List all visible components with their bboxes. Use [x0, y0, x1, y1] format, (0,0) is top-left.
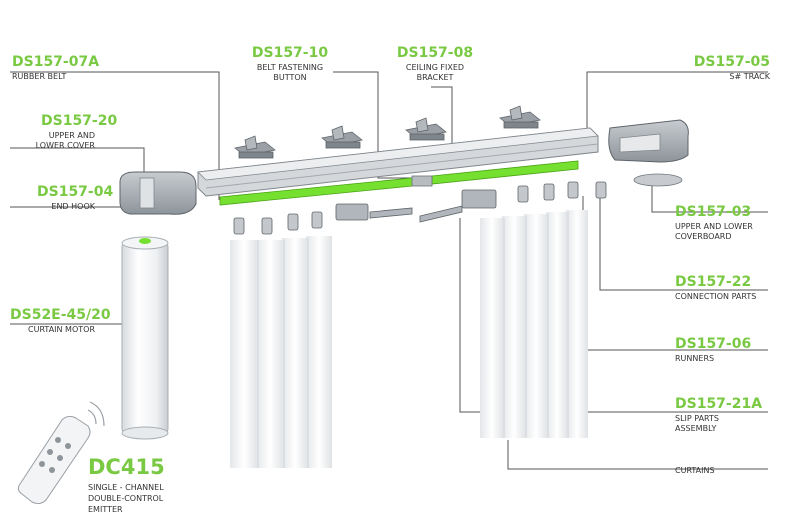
end-cap: [608, 119, 689, 163]
motor-head: [119, 171, 197, 215]
label-rubber-belt-desc: RUBBER BELT: [12, 72, 67, 81]
label-coverboard-desc-1: UPPER AND LOWER: [675, 222, 753, 231]
label-emitter-desc-2: DOUBLE-CONTROL: [88, 494, 164, 503]
curtain-left: [230, 236, 332, 468]
rubber-belt: [219, 160, 579, 206]
label-cover-code: DS157-20: [41, 113, 118, 129]
track-rail: [197, 127, 599, 197]
label-emitter-code: DC415: [88, 455, 165, 479]
label-emitter-desc-1: SINGLE - CHANNEL: [88, 483, 164, 492]
slip-parts: [335, 189, 497, 223]
label-slip-desc-2: ASSEMBLY: [675, 424, 717, 433]
label-curtains-desc: CURTAINS: [675, 466, 715, 475]
label-cover-desc-1: UPPER AND: [48, 131, 95, 140]
label-end-hook-code: DS157-04: [37, 184, 114, 200]
label-belt-button-desc-1: BELT FASTENING: [256, 63, 324, 72]
label-belt-button-code: DS157-10: [251, 45, 329, 61]
label-belt-button-desc-2: BUTTON: [273, 73, 307, 82]
label-emitter-desc-3: EMITTER: [88, 505, 123, 514]
label-bracket-desc-2: BRACKET: [416, 73, 454, 82]
label-motor-code: DS52E-45/20: [10, 307, 111, 323]
label-bracket-desc-1: CEILING FIXED: [405, 63, 465, 72]
curtain-right: [480, 210, 588, 438]
label-coverboard-desc-2: COVERBOARD: [675, 232, 732, 241]
label-track-desc: S# TRACK: [729, 72, 770, 81]
coverboard: [633, 173, 683, 187]
runners: [233, 181, 607, 235]
label-track-code: DS157-05: [693, 54, 770, 70]
ceiling-brackets: [234, 105, 541, 159]
label-bracket-code: DS157-08: [396, 45, 474, 61]
label-connection-desc: CONNECTION PARTS: [675, 292, 757, 301]
label-coverboard-code: DS157-03: [675, 204, 752, 220]
label-slip-desc-1: SLIP PARTS: [675, 414, 719, 423]
label-rubber-belt-code: DS157-07A: [12, 54, 100, 70]
label-connection-code: DS157-22: [675, 274, 752, 290]
label-slip-code: DS157-21A: [675, 396, 763, 412]
label-cover-desc-2: LOWER COVER: [35, 141, 95, 150]
label-runners-desc: RUNNERS: [675, 354, 715, 363]
remote-emitter: [17, 401, 105, 505]
curtain-motor-body: [121, 236, 169, 440]
label-end-hook-desc: END HOOK: [51, 202, 95, 211]
label-motor-desc: CURTAIN MOTOR: [28, 325, 95, 334]
label-runners-code: DS157-06: [675, 336, 752, 352]
